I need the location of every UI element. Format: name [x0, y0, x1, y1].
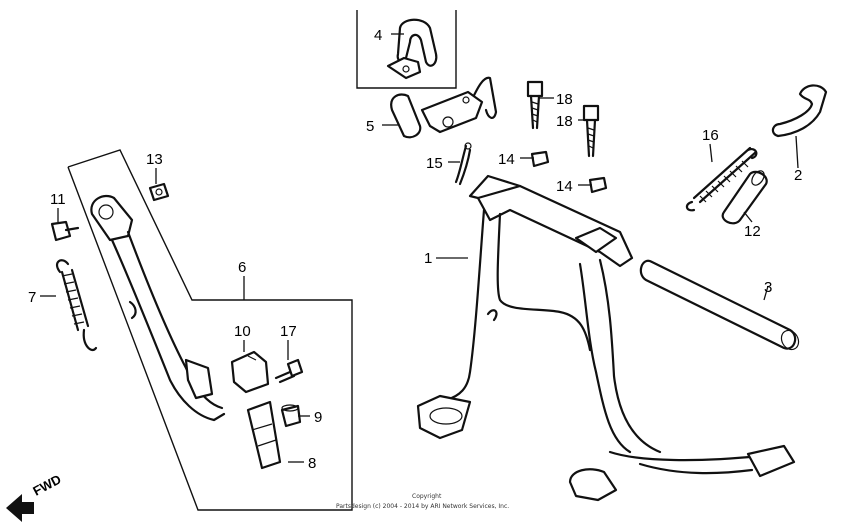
- copyright-line-1: Copyright: [412, 493, 442, 500]
- part-12-collar[interactable]: [721, 169, 768, 225]
- part-15-cotter-pin[interactable]: [454, 142, 472, 186]
- callout-14-upper[interactable]: 14: [498, 151, 515, 168]
- part-16-spring[interactable]: [685, 146, 758, 212]
- part-18-bolt-upper[interactable]: [526, 80, 544, 130]
- callout-9[interactable]: 9: [314, 409, 322, 426]
- callout-13[interactable]: 13: [146, 151, 163, 168]
- callout-11[interactable]: 11: [50, 191, 66, 208]
- part-11-nipple[interactable]: [50, 220, 80, 242]
- callout-14-lower[interactable]: 14: [556, 178, 573, 195]
- part-4-clamp[interactable]: [386, 18, 438, 80]
- callout-15[interactable]: 15: [426, 155, 443, 172]
- callout-4[interactable]: 4: [374, 27, 382, 44]
- part-14-nut-upper[interactable]: [530, 150, 550, 168]
- part-3-shaft[interactable]: [639, 259, 802, 353]
- callout-16[interactable]: 16: [702, 127, 719, 144]
- fwd-label: FWD: [30, 472, 63, 499]
- part-7-spring[interactable]: [55, 259, 98, 352]
- callout-5[interactable]: 5: [366, 118, 374, 135]
- callout-17[interactable]: 17: [280, 323, 297, 340]
- callout-12[interactable]: 12: [744, 223, 761, 240]
- side-stand-bar[interactable]: [90, 194, 226, 422]
- callout-6[interactable]: 6: [238, 259, 246, 276]
- fwd-arrow-icon: [6, 494, 34, 522]
- part-4-frame: [356, 10, 457, 89]
- callout-10[interactable]: 10: [234, 323, 251, 340]
- leader-lines: [40, 33, 799, 463]
- callout-1[interactable]: 1: [424, 250, 432, 267]
- callout-2[interactable]: 2: [794, 167, 802, 184]
- part-5-bracket[interactable]: [390, 76, 498, 139]
- part-1-main-stand[interactable]: [416, 174, 796, 502]
- part-9-collar[interactable]: [280, 404, 302, 428]
- part-2-clip[interactable]: [771, 84, 828, 138]
- callout-7[interactable]: 7: [28, 289, 36, 306]
- part-18-bolt-lower[interactable]: [582, 104, 600, 158]
- part-17-bolt[interactable]: [274, 358, 304, 384]
- part-14-nut-lower[interactable]: [588, 176, 608, 194]
- part-10-block[interactable]: [230, 350, 270, 394]
- callouts: 4 5 1 2 3 6 7 8 9 10 11 12 13 14 14 15 1…: [28, 27, 802, 472]
- callout-3[interactable]: 3: [764, 279, 772, 296]
- side-stand-group-frame: [67, 149, 353, 511]
- callout-18-lower[interactable]: 18: [556, 113, 573, 130]
- copyright-line-2: Partsdesign (c) 2004 - 2014 by ARI Netwo…: [336, 503, 509, 510]
- callout-18-upper[interactable]: 18: [556, 91, 573, 108]
- part-8-rubber[interactable]: [246, 400, 282, 470]
- part-13-nut[interactable]: [148, 182, 170, 202]
- callout-8[interactable]: 8: [308, 455, 316, 472]
